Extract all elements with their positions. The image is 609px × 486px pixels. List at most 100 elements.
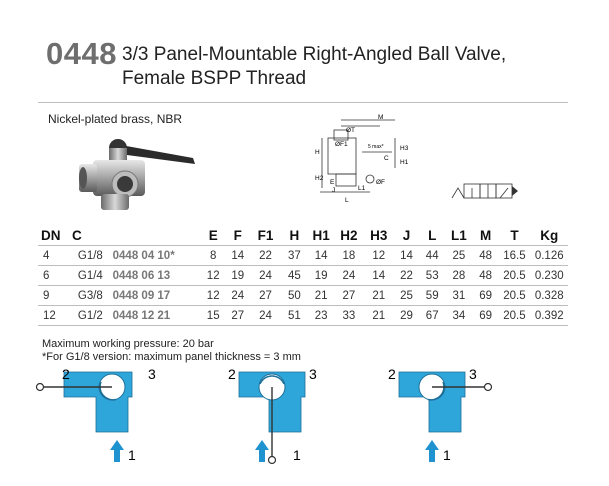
cell-j: 22 [393, 265, 420, 286]
cell-code: 0448 09 17 [110, 285, 202, 306]
col-header-f1: F1 [257, 227, 274, 243]
dim-label-phi-f: ØF [376, 179, 385, 186]
port-label-3: 3 [469, 366, 477, 382]
port-label-3: 3 [309, 366, 317, 382]
ball-bore [99, 381, 117, 401]
cell-t: 20.5 [498, 265, 531, 286]
flow-diagram-3: 2 3 1 [388, 366, 493, 463]
cell-h: 37 [280, 245, 309, 266]
cell-h2: 24 [333, 265, 364, 286]
cell-l1: 34 [445, 305, 473, 326]
dim-label-l1: L1 [358, 185, 366, 192]
cell-h2: 18 [333, 245, 364, 266]
product-title-line1: 3/3 Panel-Mountable Right-Angled Ball Va… [122, 44, 507, 65]
cell-c: G1/8 [70, 245, 111, 266]
ball-bore [427, 381, 445, 401]
cell-code: 0448 04 10* [110, 245, 202, 266]
valve-stem [109, 148, 127, 162]
table-row: 6 G1/4 0448 06 13 12 19 24 45 19 24 14 2… [38, 265, 568, 286]
cell-l: 59 [419, 285, 446, 306]
cell-c: G3/8 [70, 285, 111, 306]
cell-f: 19 [224, 265, 251, 286]
port-label-3: 3 [148, 366, 156, 382]
header-divider [38, 102, 568, 103]
cell-dn: 12 [38, 305, 71, 326]
cell-c: G1/2 [70, 305, 111, 326]
cell-l1: 25 [445, 245, 473, 266]
cell-kg: 0.392 [530, 305, 568, 326]
cell-h1: 21 [308, 285, 334, 306]
dim-label-e: E [330, 179, 335, 186]
col-header-e: E [208, 227, 218, 243]
table-row: 4 G1/8 0448 04 10* 8 14 22 37 14 18 12 1… [38, 245, 568, 266]
cell-j: 25 [393, 285, 420, 306]
cell-e: 8 [201, 245, 225, 266]
dim-label-h1: H1 [400, 159, 409, 166]
cell-h1: 14 [308, 245, 334, 266]
col-header-h2: H2 [340, 227, 358, 243]
cell-kg: 0.126 [530, 245, 568, 266]
cell-e: 12 [201, 265, 225, 286]
col-header-l1: L1 [451, 227, 467, 243]
col-header-l: L [428, 227, 437, 243]
cell-dn: 9 [38, 285, 71, 306]
dim-label-h: H [315, 149, 320, 156]
dim-label-h2: H2 [315, 175, 324, 182]
col-header-dn: DN [41, 227, 61, 243]
dim-label-c: C [384, 155, 389, 162]
cell-h1: 19 [308, 265, 334, 286]
cell-t: 20.5 [498, 305, 531, 326]
col-header-h1: H1 [312, 227, 330, 243]
flow-diagram-2: 2 3 1 [228, 366, 317, 465]
cell-h: 50 [280, 285, 309, 306]
port-label-1: 1 [443, 447, 451, 463]
material-text: Nickel-plated brass, NBR [48, 112, 183, 126]
cell-kg: 0.328 [530, 285, 568, 306]
col-header-h3: H3 [370, 227, 388, 243]
col-header-j: J [402, 227, 411, 243]
dim-label-panel-max: 5 max* [368, 144, 384, 150]
pressure-note: Maximum working pressure: 20 bar [42, 338, 214, 350]
cell-f1: 24 [250, 305, 281, 326]
cell-f1: 22 [250, 245, 281, 266]
lever-knob [267, 455, 277, 465]
cell-l: 44 [419, 245, 446, 266]
cell-dn: 6 [38, 265, 71, 286]
flow-arrow-icon [110, 440, 124, 462]
cell-m: 48 [472, 245, 499, 266]
cell-c: G1/4 [70, 265, 111, 286]
valve-symbol [451, 183, 518, 199]
dim-label-phi-f1: ØF1 [335, 141, 348, 148]
cell-h3: 14 [363, 265, 394, 286]
dim-label-h3: H3 [400, 145, 409, 152]
ball-bore [259, 375, 285, 385]
valve-product-image [79, 139, 195, 210]
cell-e: 15 [201, 305, 225, 326]
cell-m: 69 [472, 305, 499, 326]
product-code: 0448 [46, 36, 117, 71]
port-label-1: 1 [293, 447, 301, 463]
port-label-2: 2 [62, 366, 70, 382]
left-port-opening [79, 167, 87, 189]
port-label-2: 2 [228, 366, 236, 382]
col-header-c: C [72, 227, 82, 243]
flow-diagram-1: 2 3 1 [35, 366, 156, 463]
col-header-kg: Kg [540, 227, 559, 243]
col-header-m: M [479, 227, 492, 243]
cell-l: 67 [419, 305, 446, 326]
lever-knob [483, 382, 493, 392]
lever-knob [35, 382, 45, 392]
dimension-drawing: ØT M H ØF1 5 max* H3 C H1 H2 E J L1 ØF L [315, 114, 409, 204]
col-header-t: T [510, 227, 519, 243]
cell-f: 24 [224, 285, 251, 306]
cell-t: 16.5 [498, 245, 531, 266]
cell-j: 14 [393, 245, 420, 266]
cell-f1: 27 [250, 285, 281, 306]
panel-thickness-note: *For G1/8 version: maximum panel thickne… [42, 351, 301, 363]
cell-h1: 23 [308, 305, 334, 326]
cell-l: 53 [419, 265, 446, 286]
cell-f: 14 [224, 245, 251, 266]
col-header-h: H [289, 227, 300, 243]
front-port-opening [117, 176, 133, 192]
cell-l1: 31 [445, 285, 473, 306]
